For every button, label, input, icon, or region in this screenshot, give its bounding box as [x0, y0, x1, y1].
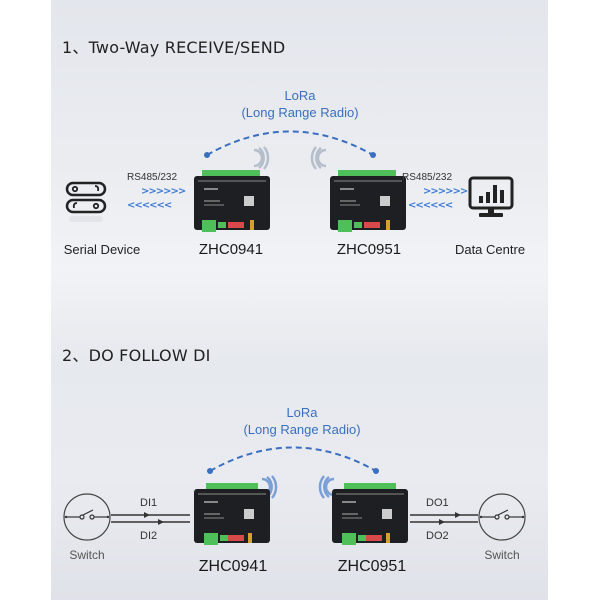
lora-label-1: LoRa (Long Range Radio) — [200, 87, 400, 121]
device-zhc0951-image — [332, 483, 408, 545]
arrows-left: <<<<<< — [127, 200, 172, 211]
arrows-left: <<<<<< — [408, 200, 453, 211]
input-label-di1: DI1 — [140, 497, 158, 509]
device-b-label: ZHC0951 — [337, 558, 407, 575]
serial-device-label: Serial Device — [63, 242, 141, 257]
switch-icon-right — [478, 493, 526, 541]
input-label-di2: DI2 — [140, 530, 158, 542]
lora-title: LoRa — [284, 88, 316, 103]
protocol-label-right: RS485/232 — [402, 172, 453, 183]
lora-label-2: LoRa (Long Range Radio) — [202, 404, 402, 438]
monitor-chart-icon — [468, 176, 514, 217]
output-label-do2: DO2 — [426, 530, 449, 542]
arrows-right: >>>>>> — [141, 186, 186, 197]
switch-label-right: Switch — [484, 548, 520, 562]
device-b-label: ZHC0951 — [336, 241, 402, 258]
device-zhc0941-image — [194, 170, 270, 232]
switch-icon-left — [63, 493, 111, 541]
device-a-label: ZHC0941 — [198, 558, 268, 575]
section-1-title: 1、Two-Way RECEIVE/SEND — [62, 38, 286, 57]
protocol-label-left: RS485/232 — [127, 172, 178, 183]
wifi-signal-icon — [253, 146, 270, 170]
device-zhc0941-image — [194, 483, 270, 545]
lora-subtitle: (Long Range Radio) — [241, 105, 359, 120]
arrows-right: >>>>>> — [423, 186, 468, 197]
output-label-do1: DO1 — [426, 497, 449, 509]
device-zhc0951-image — [330, 170, 406, 232]
serial-device-icon — [65, 181, 107, 222]
wifi-signal-icon — [318, 475, 335, 499]
section-2-title: 2、DO FOLLOW DI — [62, 346, 211, 365]
lora-subtitle: (Long Range Radio) — [243, 422, 361, 437]
data-centre-label: Data Centre — [454, 242, 526, 257]
diagram-panel — [51, 0, 548, 600]
device-a-label: ZHC0941 — [198, 241, 264, 258]
switch-label-left: Switch — [69, 548, 105, 562]
lora-title: LoRa — [286, 405, 318, 420]
wifi-signal-icon — [310, 146, 327, 170]
